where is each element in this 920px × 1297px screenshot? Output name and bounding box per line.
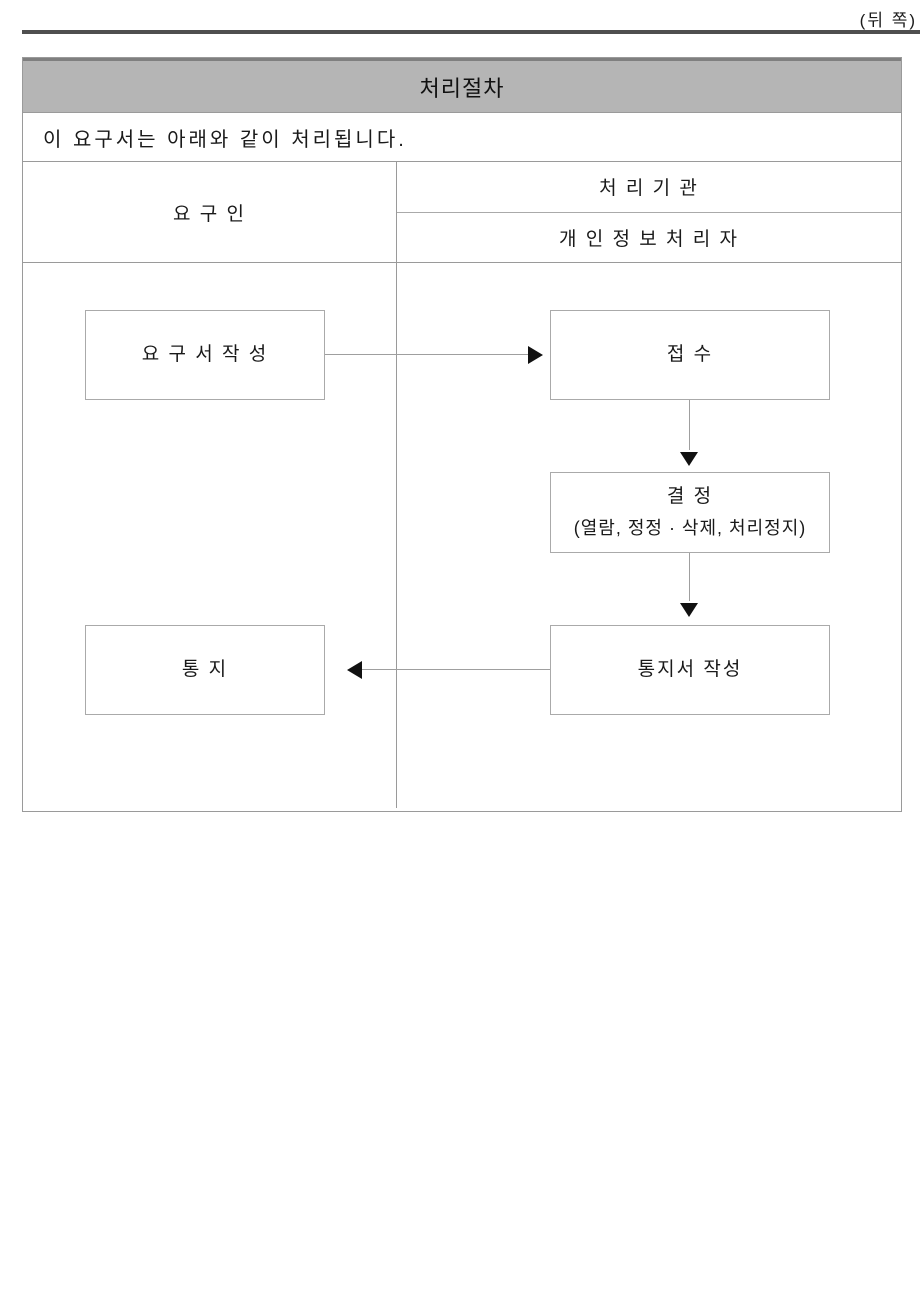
top-divider-rule <box>22 30 920 34</box>
flow-node-label: 결 정 <box>666 486 714 508</box>
flow-node-receipt: 접 수 <box>550 310 830 400</box>
column-header-row: 요 구 인 처 리 기 관 개 인 정 보 처 리 자 <box>23 162 901 263</box>
flow-node-label: 통지서 작성 <box>637 658 743 680</box>
flow-node-sublabel: (열람, 정정 · 삭제, 처리정지) <box>573 518 807 539</box>
flow-node-label: 요 구 서 작 성 <box>141 343 269 365</box>
flow-node-label: 통 지 <box>181 658 229 680</box>
column-header-personal-info-processor: 개 인 정 보 처 리 자 <box>558 228 740 250</box>
connector-line-receipt-to-decision <box>689 400 690 450</box>
connector-line-request-to-receipt <box>325 354 529 355</box>
back-side-label: (뒤 쪽) <box>859 11 917 30</box>
table-title: 처리절차 <box>23 58 901 113</box>
flow-node-notice: 통 지 <box>85 625 325 715</box>
flowchart-left-column <box>23 263 397 808</box>
arrowhead-down-icon <box>680 603 698 617</box>
connector-line-decision-to-write-notice <box>689 553 690 601</box>
column-header-requester: 요 구 인 <box>23 162 397 262</box>
flow-node-decision: 결 정 (열람, 정정 · 삭제, 처리정지) <box>550 472 830 553</box>
flow-node-label: 접 수 <box>666 343 714 365</box>
column-header-processing-agency: 처 리 기 관 <box>397 162 901 213</box>
connector-line-write-notice-to-notice <box>362 669 550 670</box>
flow-node-write-request: 요 구 서 작 성 <box>85 310 325 400</box>
arrowhead-right-icon <box>528 346 543 364</box>
arrowhead-left-icon <box>347 661 362 679</box>
column-header-agency-group: 처 리 기 관 개 인 정 보 처 리 자 <box>397 162 901 262</box>
intro-text: 이 요구서는 아래와 같이 처리됩니다. <box>23 113 901 162</box>
flow-node-write-notice: 통지서 작성 <box>550 625 830 715</box>
flowchart-area <box>23 263 901 808</box>
arrowhead-down-icon <box>680 452 698 466</box>
